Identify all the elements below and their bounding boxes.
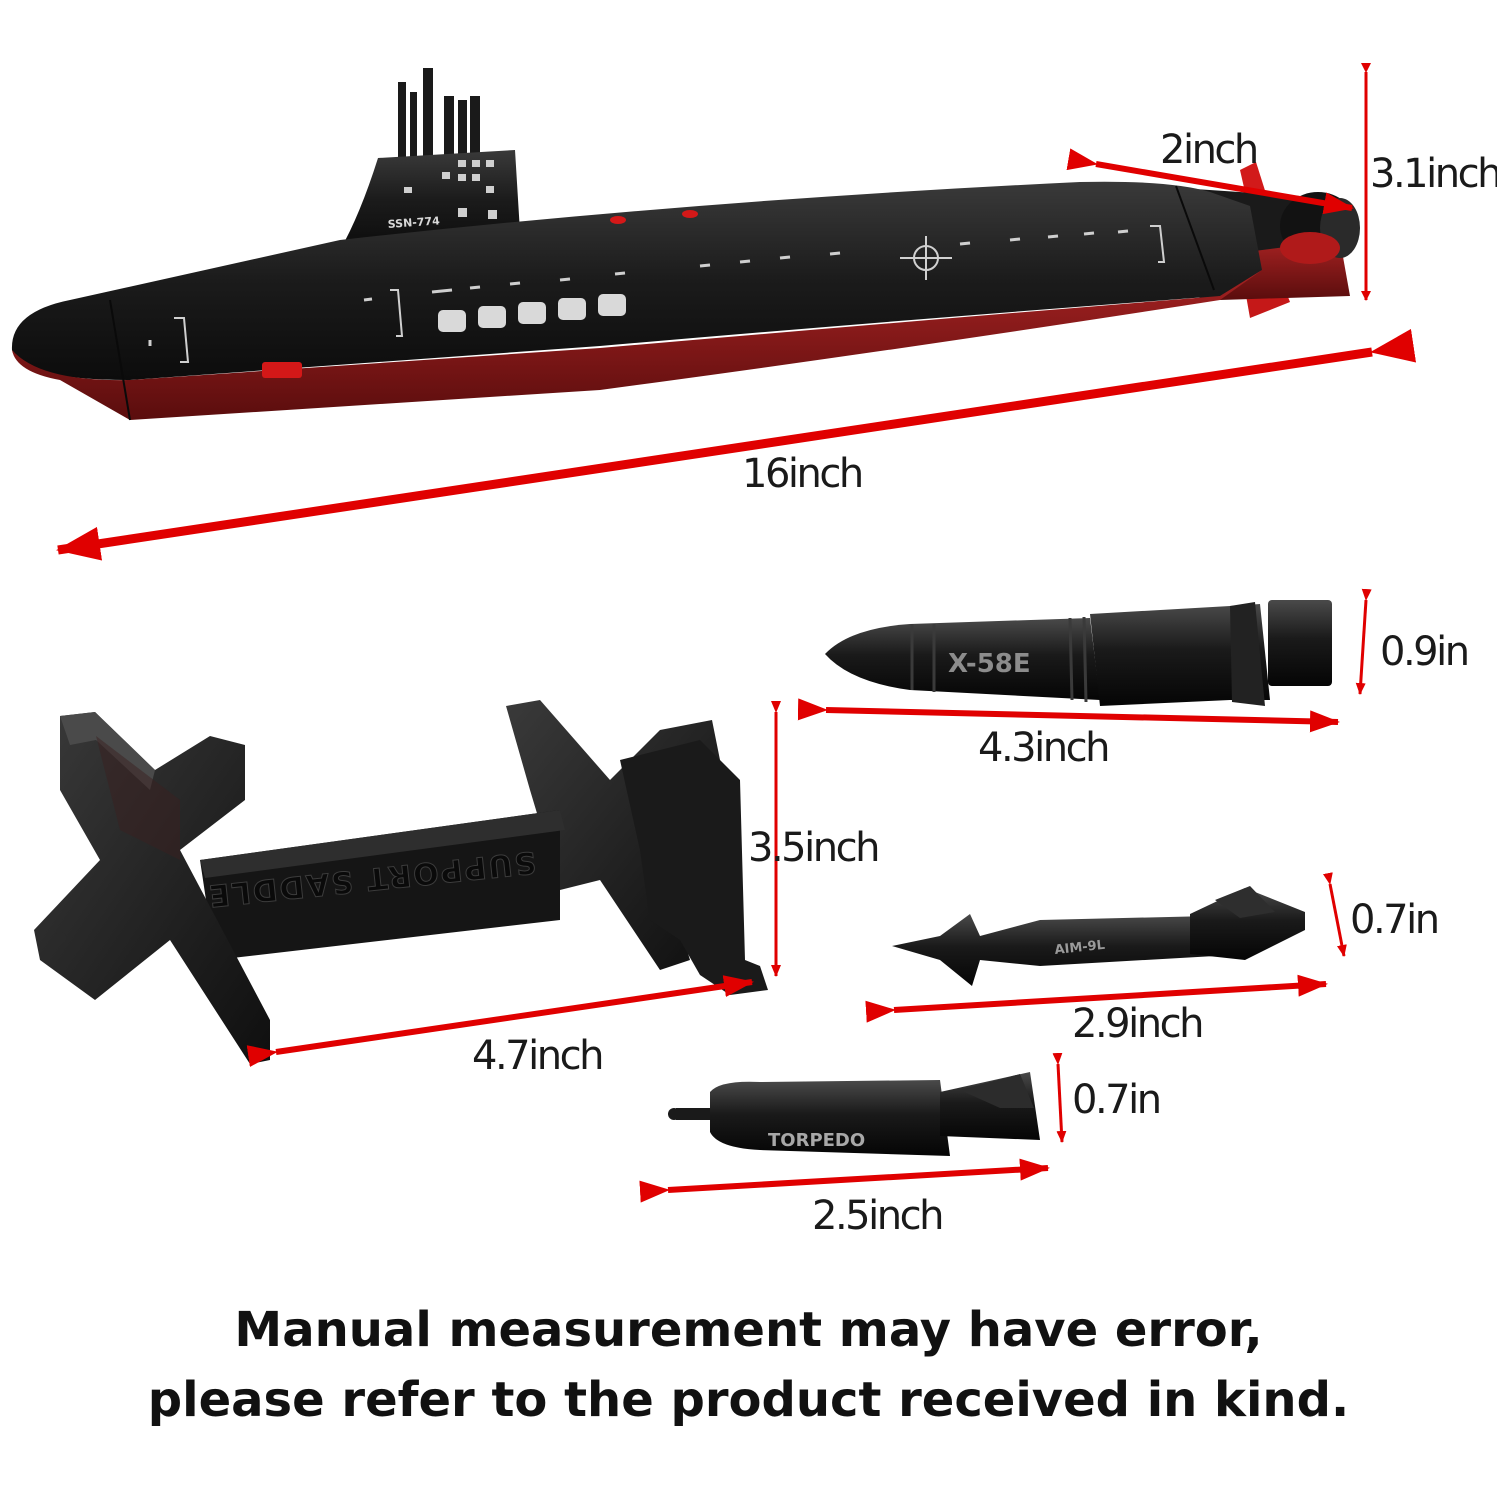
torpedo-diameter-arrow [1052, 1052, 1067, 1143]
dimension-arrows [56, 63, 1417, 1203]
missile-large-marking: X-58E [948, 649, 1031, 679]
hull-reticle-marking [900, 236, 952, 280]
missile-small-diameter-arrow [1322, 872, 1347, 957]
missile-small-marking: AIM-9L [1054, 938, 1106, 958]
torpedo-marking: TORPEDO [768, 1130, 865, 1151]
torpedo-length-label: 2.5inch [812, 1193, 944, 1239]
sub-tail-label: 2inch [1160, 127, 1259, 173]
missile-large-length-label: 4.3inch [978, 725, 1110, 771]
missile-large-diameter-label: 0.9in [1380, 629, 1470, 675]
sail-markings [404, 160, 497, 219]
sub-height-label: 3.1inch [1370, 151, 1497, 197]
missile-large: X-58E [825, 600, 1332, 706]
submarine-toy: SSN-774 [11, 68, 1360, 421]
missile-small-length-label: 2.9inch [1072, 1001, 1204, 1047]
hull-windows [438, 294, 626, 332]
missile-small-length-arrow [865, 974, 1328, 1023]
sub-length-label: 16inch [742, 451, 864, 497]
disclaimer-line-1: Manual measurement may have error, [234, 1302, 1263, 1358]
hull-marking-text: SSN-774 [387, 214, 440, 231]
support-stand: SUPPORT SADDLE [34, 700, 768, 1064]
missile-small: AIM-9L [892, 886, 1305, 986]
sub-length-arrow [56, 328, 1417, 561]
torpedo-diameter-label: 0.7in [1072, 1077, 1162, 1123]
disclaimer-line-2: please refer to the product received in … [147, 1372, 1350, 1428]
missile-large-rings [910, 616, 1088, 703]
sub-tail-arrow [1066, 148, 1354, 215]
missile-large-diameter-arrow [1355, 588, 1372, 695]
stand-width-label: 4.7inch [472, 1033, 604, 1079]
stand-height-label: 3.5inch [748, 825, 880, 871]
submarine-masts [398, 68, 480, 160]
missile-small-diameter-label: 0.7in [1350, 897, 1440, 943]
torpedo: TORPEDO [668, 1072, 1040, 1156]
stand-width-arrow [246, 975, 754, 1067]
torpedo-length-arrow [639, 1158, 1050, 1203]
missile-large-length-arrow [797, 698, 1340, 733]
